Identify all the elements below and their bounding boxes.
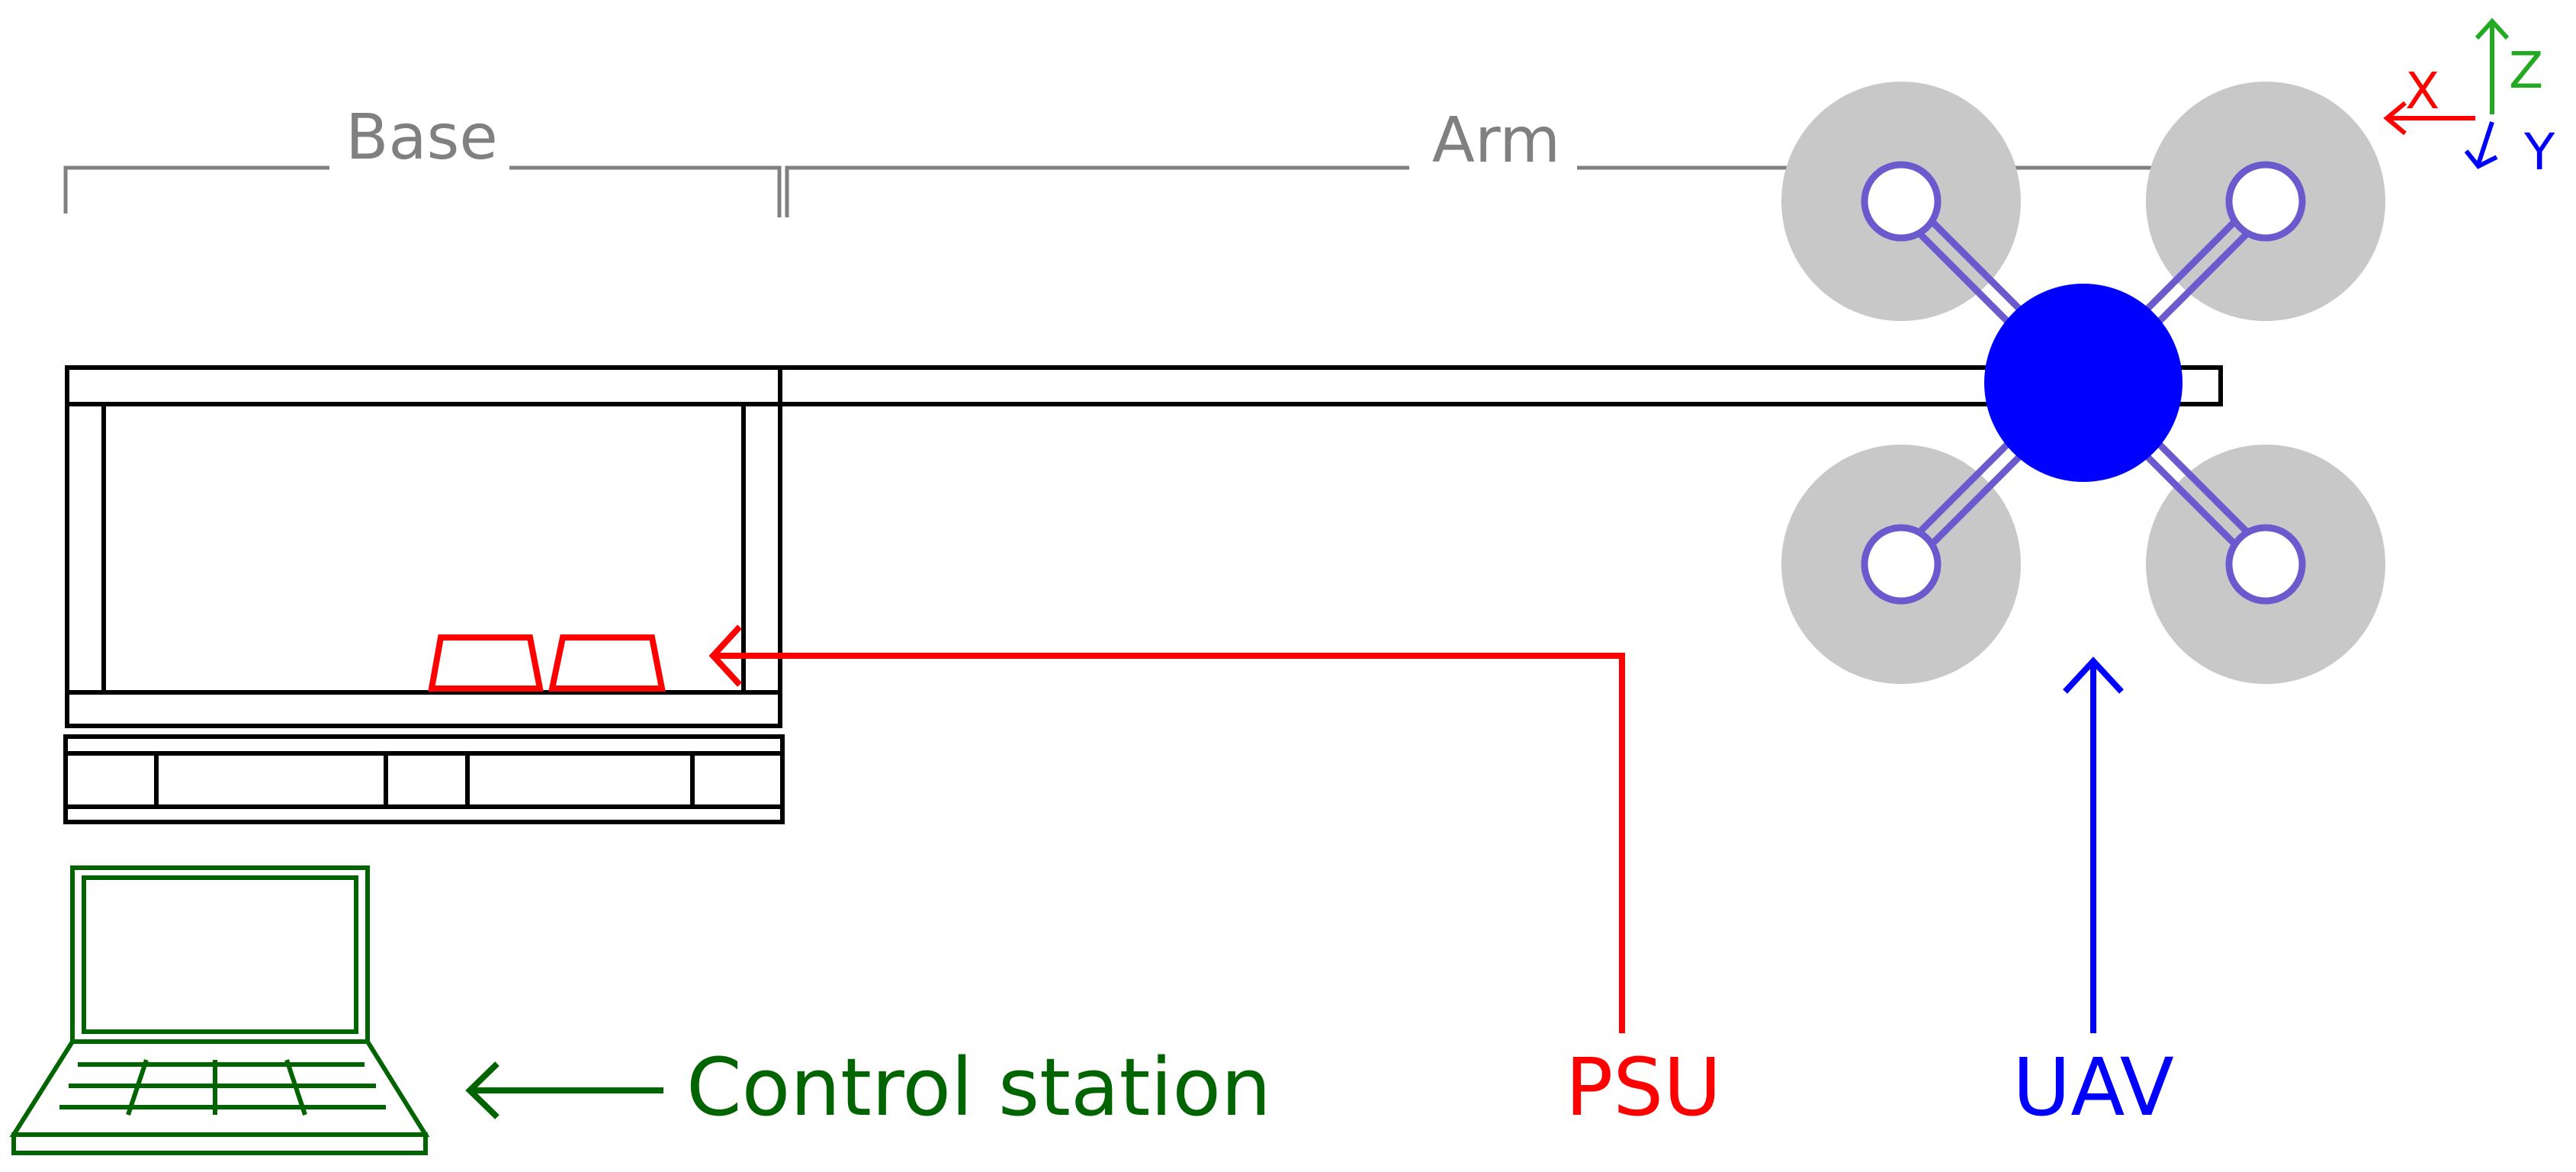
control-station-pointer: [465, 1061, 663, 1119]
axis-y-label: Y: [2523, 123, 2555, 181]
uav-label: UAV: [2012, 1041, 2174, 1134]
quadcopter-icon: [1781, 82, 2385, 684]
uav-pointer: [2063, 657, 2124, 1033]
base-label: Base: [345, 101, 498, 174]
control-station-label: Control station: [686, 1041, 1271, 1134]
axis-x-label: X: [2405, 62, 2439, 120]
psu-pointer: [708, 625, 1625, 1033]
psu-label: PSU: [1566, 1041, 1722, 1134]
base-bracket: [63, 165, 782, 217]
base-frame: [63, 365, 785, 824]
axis-triad: [2383, 18, 2510, 169]
arm-label: Arm: [1432, 104, 1560, 177]
power-supply-icon: [428, 634, 666, 692]
uav-body: [1984, 284, 2183, 482]
arm-beam: [778, 365, 2223, 406]
axis-z-label: Z: [2509, 41, 2543, 100]
laptop-icon: [9, 865, 430, 1155]
uav-arms: [1904, 206, 2263, 560]
motor-mounts: [1861, 161, 2306, 605]
